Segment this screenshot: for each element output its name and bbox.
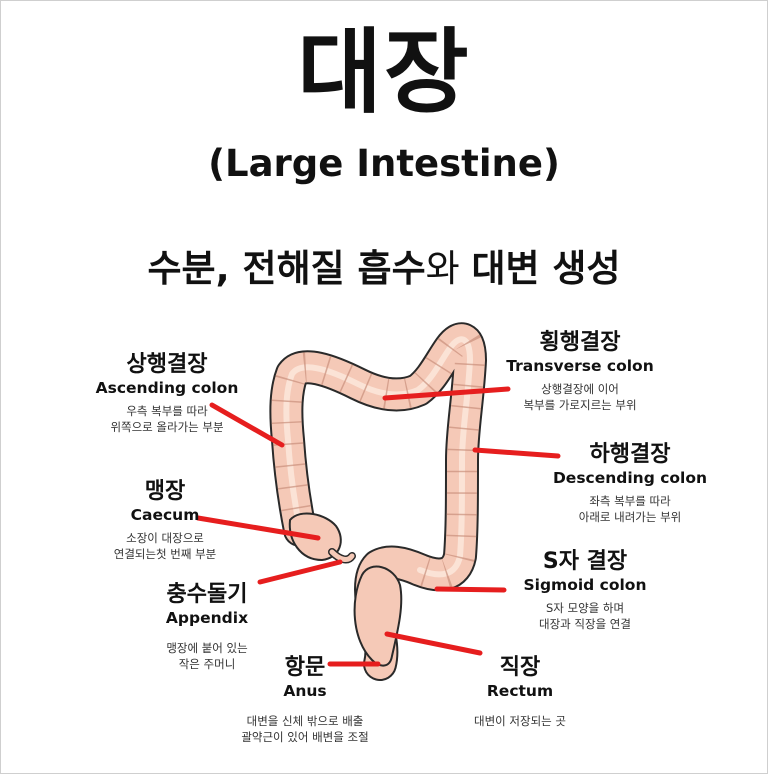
pointer-transverse <box>382 386 511 401</box>
label-rectum-ko: 직장 <box>499 655 541 680</box>
label-anus-en: Anus <box>283 682 327 700</box>
label-rectum: 직장 Rectum 대변이 저장되는 곳 <box>455 655 585 729</box>
page-subtitle: (Large Intestine) <box>208 142 560 185</box>
pointer-appendix <box>257 559 343 585</box>
label-anus-ko: 항문 <box>284 655 326 680</box>
pointer-descending <box>472 447 561 459</box>
headline-part3: 대변 생성 <box>471 247 621 290</box>
label-transverse-en: Transverse colon <box>506 357 654 375</box>
label-descending-en: Descending colon <box>552 469 708 487</box>
label-appendix-en: Appendix <box>165 609 249 627</box>
label-caecum-ko: 맹장 <box>144 479 186 504</box>
pointer-ascending <box>209 402 285 448</box>
pointer-caecum <box>195 515 321 541</box>
label-transverse-ko: 횡행결장 <box>539 330 621 355</box>
pointer-sigmoid <box>434 586 507 593</box>
pointer-rectum <box>384 631 483 656</box>
label-ascending-en: Ascending colon <box>95 379 239 397</box>
headline-part1: 수분, 전해질 흡수 <box>147 247 426 290</box>
colon-body <box>269 322 487 681</box>
label-sigmoid-en: Sigmoid colon <box>523 576 647 594</box>
page-title: 대장 <box>297 19 471 126</box>
rectum-pouch <box>353 565 403 667</box>
colon-highlight <box>283 336 473 578</box>
label-appendix-ko: 충수돌기 <box>166 582 248 607</box>
label-ascending-ko: 상행결장 <box>126 352 208 377</box>
label-caecum-en: Caecum <box>130 506 200 524</box>
label-rectum-en: Rectum <box>486 682 554 700</box>
headline: 수분, 전해질 흡수와 대변 생성 <box>0 244 768 294</box>
label-descending-ko: 하행결장 <box>589 442 671 467</box>
headline-part2: 와 <box>425 247 460 290</box>
label-sigmoid-ko: S자 결장 <box>542 549 628 574</box>
pointer-lines <box>195 386 561 667</box>
label-rectum-desc: 대변이 저장되는 곳 <box>474 714 566 728</box>
